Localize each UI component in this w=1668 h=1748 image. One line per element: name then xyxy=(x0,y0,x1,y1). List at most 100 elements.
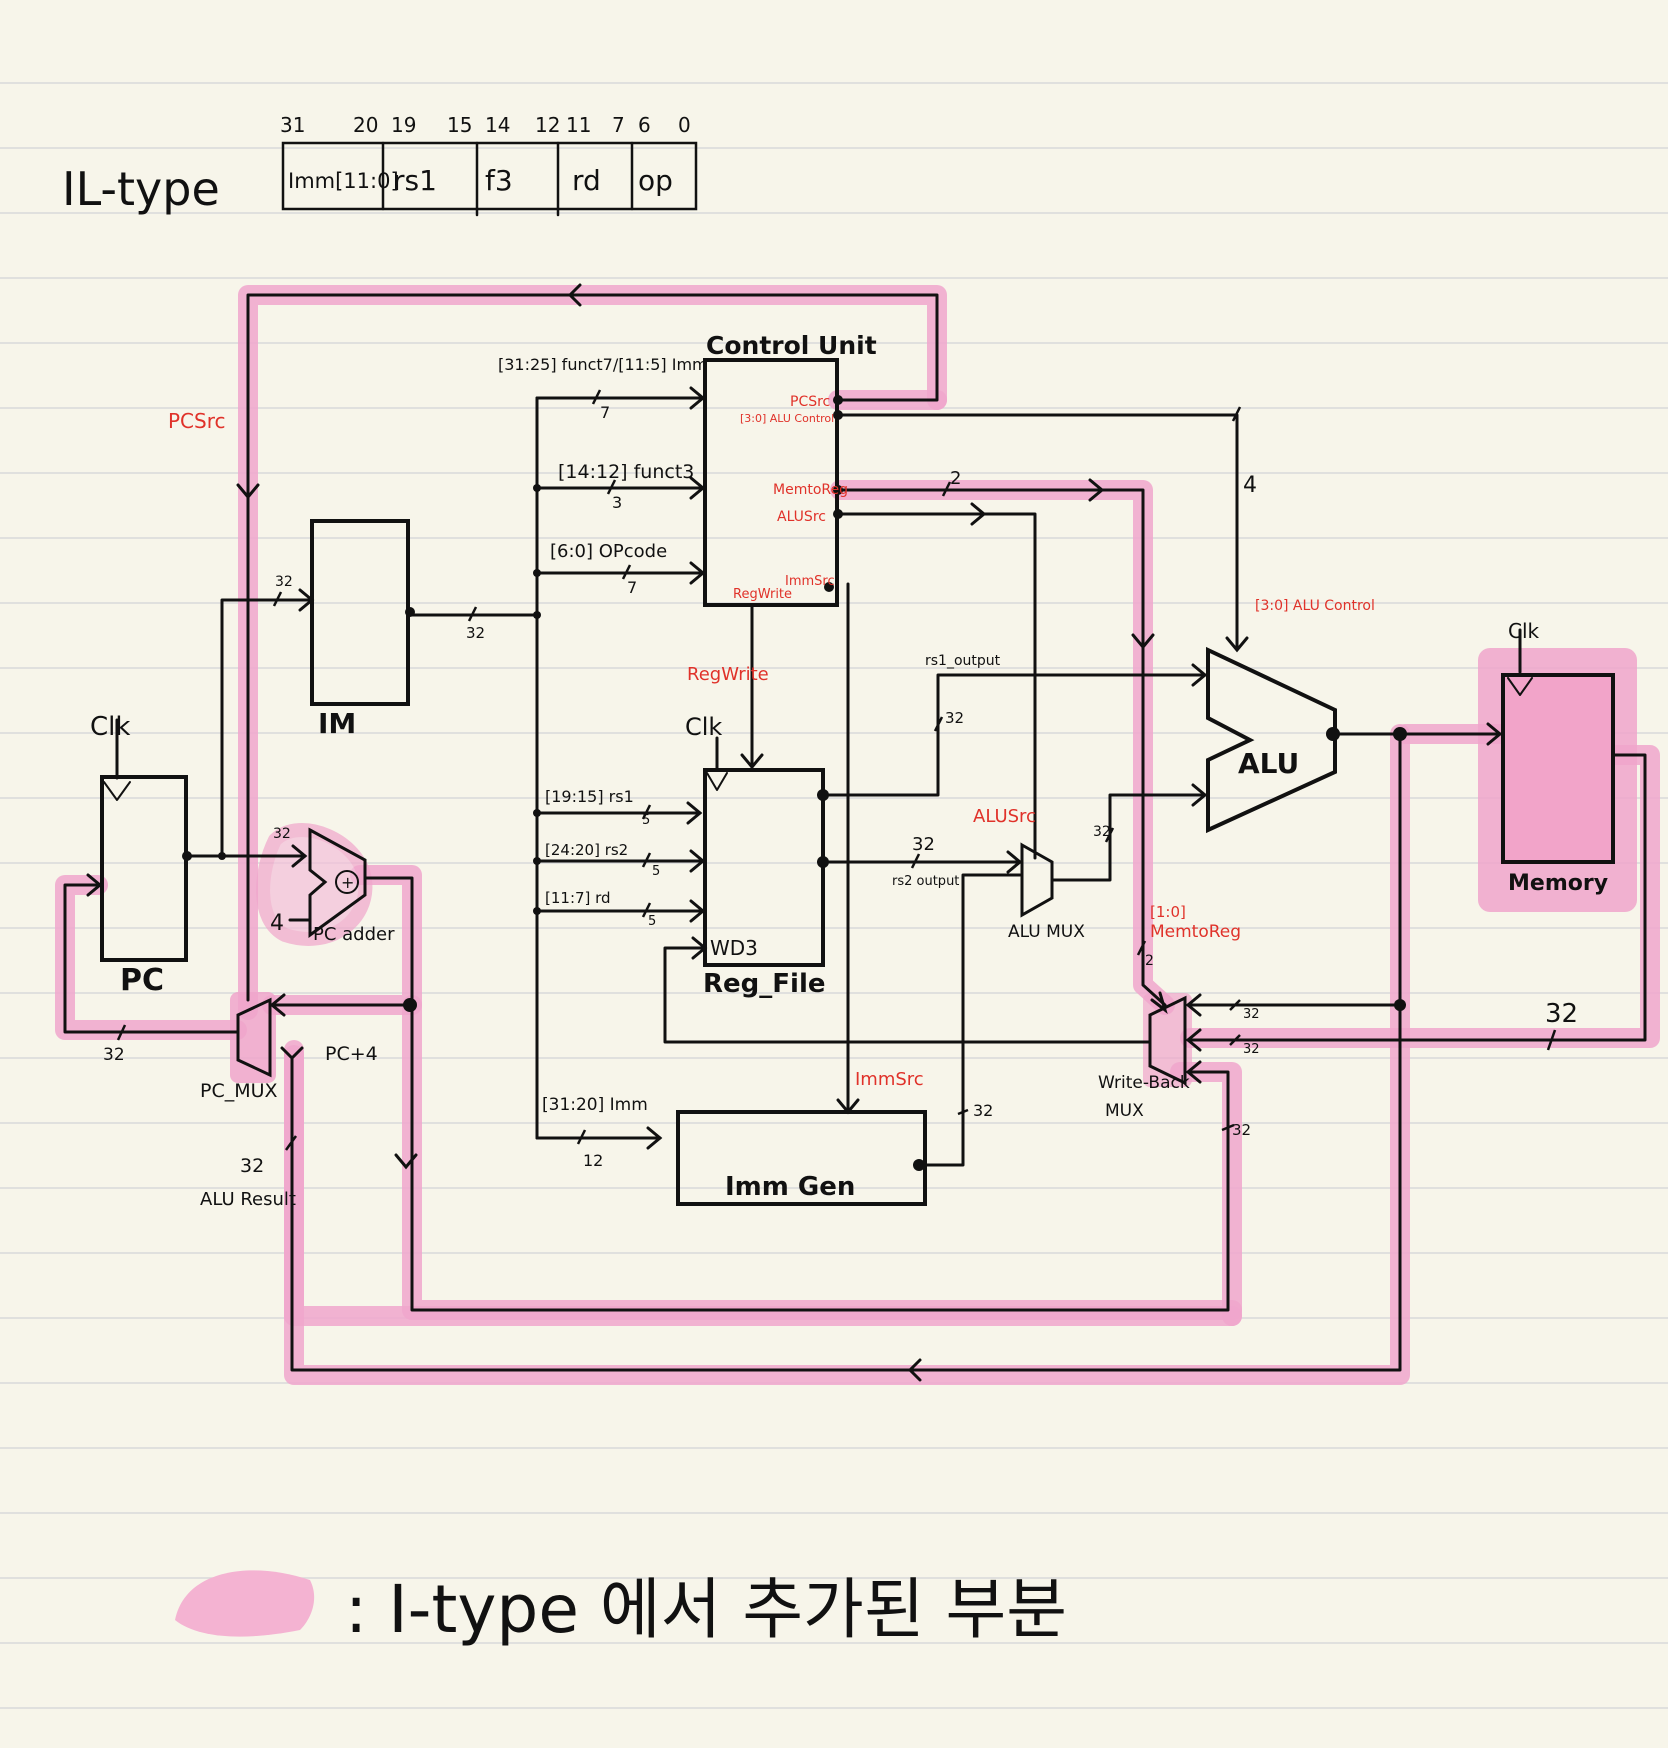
w32-wb3: 32 xyxy=(1232,1121,1251,1139)
arrowheads xyxy=(86,283,1503,1382)
alu-label: ALU xyxy=(1238,747,1299,780)
legend-text: : I-type 에서 추가된 부분 xyxy=(345,1571,1067,1648)
adder-four-label: 4 xyxy=(270,911,284,936)
wire-labels: [31:25] funct7/[11:5] Imm [14:12] funct3… xyxy=(90,355,1540,1210)
memtoreg-mid-label: MemtoReg xyxy=(1150,922,1241,942)
pc-adder-block: + PC adder xyxy=(308,827,395,945)
alu-control-right-label: [3:0] ALU Control xyxy=(1255,598,1375,614)
w7b: 7 xyxy=(627,578,637,597)
bit-7: 7 xyxy=(612,113,625,137)
w32-alumux: 32 xyxy=(1093,824,1111,840)
immsrc-mid-label: ImmSrc xyxy=(855,1069,924,1090)
bit-0: 0 xyxy=(678,113,691,137)
w5b: 5 xyxy=(652,864,660,879)
alu-result-label: ALU Result xyxy=(200,1189,296,1210)
imm-gen-block: Imm Gen xyxy=(676,1110,927,1206)
clk-pc-label: Clk xyxy=(90,712,130,742)
pc-block: PC xyxy=(100,775,188,998)
regwrite-cu-label: RegWrite xyxy=(733,587,792,602)
bit-31: 31 xyxy=(280,113,305,137)
memory-block: Memory xyxy=(1501,673,1615,896)
bit-12: 12 xyxy=(535,113,560,137)
w32-wb1: 32 xyxy=(1243,1007,1260,1022)
imm-gen-label: Imm Gen xyxy=(725,1172,855,1202)
alusrc-cu-label: ALUSrc xyxy=(777,509,826,525)
funct7-imm-label: [31:25] funct7/[11:5] Imm xyxy=(498,355,708,374)
opcode-label: [6:0] OPcode xyxy=(550,541,667,562)
bit-15: 15 xyxy=(447,113,472,137)
field-imm: Imm[11:0] xyxy=(288,169,399,193)
field-f3: f3 xyxy=(485,164,513,197)
w2: 2 xyxy=(950,468,961,489)
wb-mux-block: Write-Back MUX xyxy=(1098,995,1190,1121)
field-op: op xyxy=(638,164,673,197)
im-block: IM xyxy=(310,519,410,740)
format-title: IL-type xyxy=(62,162,220,216)
memtoreg-cu-label: MemtoReg xyxy=(773,482,848,498)
imm-field-label: [31:20] Imm xyxy=(542,1095,648,1115)
field-rs1: rs1 xyxy=(393,164,437,197)
wb-mux-label-2: MUX xyxy=(1105,1101,1144,1121)
rs2-output-label: rs2 output xyxy=(892,874,959,889)
alu-control-cu-label: [3:0] ALU Control xyxy=(740,412,834,425)
w2-wb: 2 xyxy=(1145,953,1154,969)
rd-field-label: [11:7] rd xyxy=(545,889,611,907)
w32-rs2: 32 xyxy=(912,834,935,855)
pc-plus-4-label: PC+4 xyxy=(325,1043,378,1065)
alu-mux-label: ALU MUX xyxy=(1008,922,1085,942)
im-label: IM xyxy=(318,707,356,740)
immsrc-cu-label: ImmSrc xyxy=(785,574,835,589)
w5c: 5 xyxy=(648,914,656,929)
bit-20: 20 xyxy=(353,113,378,137)
pc-label: PC xyxy=(120,963,164,998)
rs1-field-label: [19:15] rs1 xyxy=(545,787,634,806)
pc-mux-block: PC_MUX xyxy=(200,997,278,1102)
legend: : I-type 에서 추가된 부분 xyxy=(345,1571,1067,1648)
w7a: 7 xyxy=(600,403,610,422)
control-signals: PCSrc PCSrc [3:0] ALU Control MemtoReg A… xyxy=(168,394,1375,1090)
w32-rs1: 32 xyxy=(945,709,964,727)
bit-6: 6 xyxy=(638,113,651,137)
alusrc-mid-label: ALUSrc xyxy=(973,806,1036,827)
w32-im-in: 32 xyxy=(275,574,293,590)
memtoreg-bus-label: [1:0] xyxy=(1150,903,1186,921)
instruction-format: IL-type Imm[11:0] rs1 f3 rd op 31 20 19 … xyxy=(62,113,698,217)
rs2-field-label: [24:20] rs2 xyxy=(545,841,628,859)
bit-11: 11 xyxy=(566,113,591,137)
rs1-output-label: rs1_output xyxy=(925,653,1001,669)
funct3-label: [14:12] funct3 xyxy=(558,461,694,483)
alu-mux-block: ALU MUX xyxy=(1008,842,1085,942)
bit-14: 14 xyxy=(485,113,510,137)
w3: 3 xyxy=(612,493,622,512)
svg-text:+: + xyxy=(341,873,354,892)
width-slashes xyxy=(116,389,1557,1151)
reg-file-block: WD3 Reg_File xyxy=(703,768,825,999)
w12: 12 xyxy=(583,1151,603,1170)
w5a: 5 xyxy=(642,813,650,828)
wires xyxy=(63,293,1647,1372)
clk-mem-label: Clk xyxy=(1508,619,1540,643)
w32-immgen: 32 xyxy=(973,1101,993,1120)
control-unit-label: Control Unit xyxy=(706,331,877,360)
wd3-label: WD3 xyxy=(710,936,758,960)
wb-mux-label-1: Write-Back xyxy=(1098,1073,1190,1093)
pc-adder-label: PC adder xyxy=(313,924,395,945)
memory-label: Memory xyxy=(1508,871,1608,896)
w32-adder: 32 xyxy=(273,826,291,842)
bit-19: 19 xyxy=(391,113,416,137)
alu-block: ALU xyxy=(1206,646,1337,834)
reg-file-label: Reg_File xyxy=(703,969,825,999)
pcsrc-left-label: PCSrc xyxy=(168,409,226,433)
alu-result-width-label: 32 xyxy=(240,1155,264,1177)
control-unit-block: Control Unit xyxy=(703,331,877,607)
bit-widths: 7 3 7 2 4 32 32 32 32 5 5 5 32 32 32 12 … xyxy=(103,403,1578,1170)
w32-pcmux: 32 xyxy=(103,1045,125,1065)
field-rd: rd xyxy=(572,164,601,197)
pc-mux-label: PC_MUX xyxy=(200,1080,278,1102)
w32-mem: 32 xyxy=(1545,999,1578,1029)
itype-highlight xyxy=(55,285,1660,1637)
pcsrc-label: PCSrc xyxy=(790,394,830,410)
w32-wb2: 32 xyxy=(1243,1042,1260,1057)
w32-im-out: 32 xyxy=(466,624,485,642)
clk-rf-label: Clk xyxy=(685,713,722,741)
